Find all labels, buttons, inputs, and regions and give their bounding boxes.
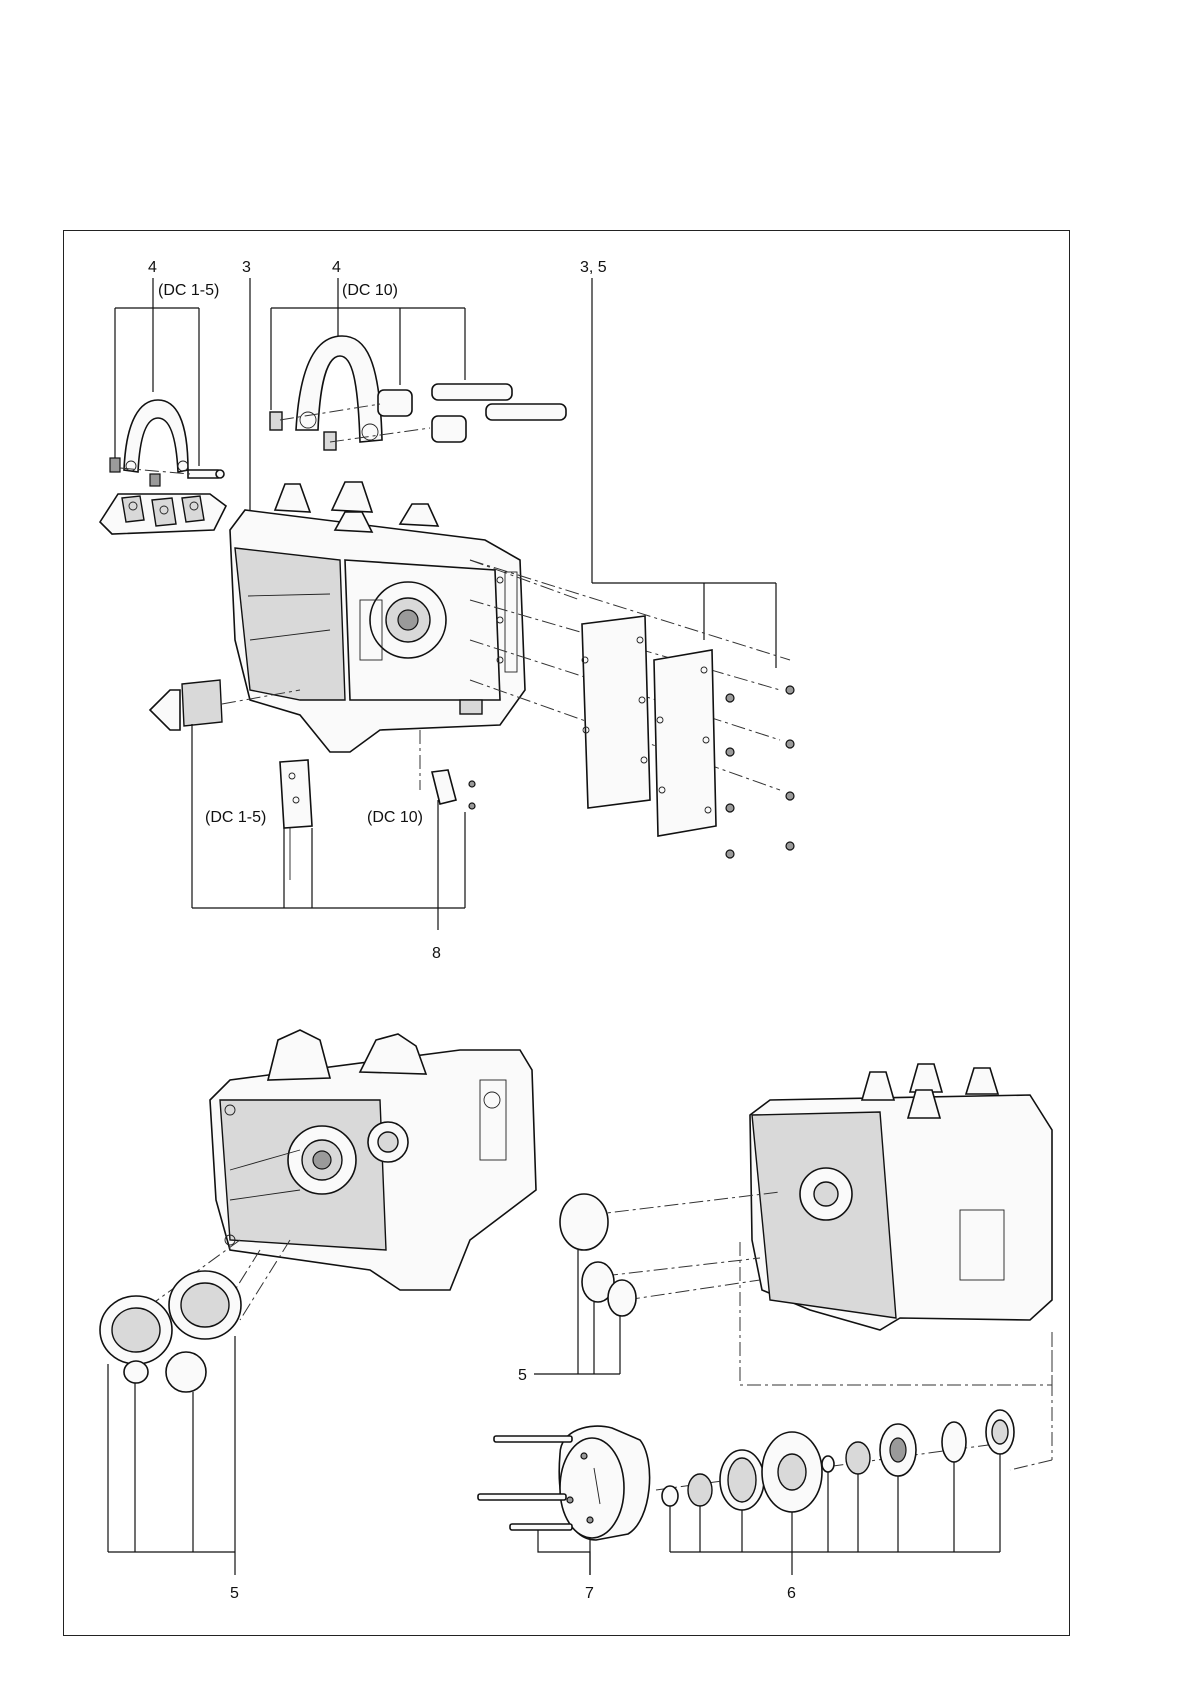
limit-switch-small: (DC 1-5) [205, 760, 312, 880]
label-limit-switch: 8 [432, 945, 441, 962]
seal-rings-left [100, 1271, 241, 1392]
label-seal-plugs-right: 5 [518, 1367, 527, 1384]
label-suspension-large: 4 [332, 259, 341, 276]
label-gear-stage: 6 [787, 1585, 796, 1602]
label-cover-plates: 3, 5 [580, 259, 607, 276]
limit-switch-large: (DC 10) [367, 730, 475, 826]
cover-plate-outer [654, 650, 716, 836]
suspension-hook-small [110, 400, 224, 486]
label-housing: 3 [242, 259, 251, 276]
suspension-bracket-small [100, 494, 226, 534]
seal-plugs-right [560, 1194, 636, 1316]
cover-screws [726, 686, 794, 858]
callout-brake: 7 [538, 1530, 594, 1602]
label-suspension-small: 4 [148, 259, 157, 276]
hoist-housing-top [230, 482, 525, 752]
label-suspension-small-variant: (DC 1-5) [158, 282, 219, 299]
cover-plate-inner [582, 616, 650, 808]
hoist-housing-bottom-right [590, 1064, 1052, 1330]
label-seal-plugs-left: 5 [230, 1585, 239, 1602]
label-limit-switch-small-variant: (DC 1-5) [205, 809, 266, 826]
callout-limit-switch: 8 [192, 724, 465, 962]
label-suspension-large-variant: (DC 10) [342, 282, 398, 299]
label-limit-switch-large-variant: (DC 10) [367, 809, 423, 826]
suspension-hook-large [270, 336, 566, 450]
gear-stage-parts [662, 1410, 1014, 1512]
callout-housing: 3 [242, 259, 251, 528]
label-brake: 7 [585, 1585, 594, 1602]
callout-cover-plates: 3, 5 [580, 259, 776, 668]
